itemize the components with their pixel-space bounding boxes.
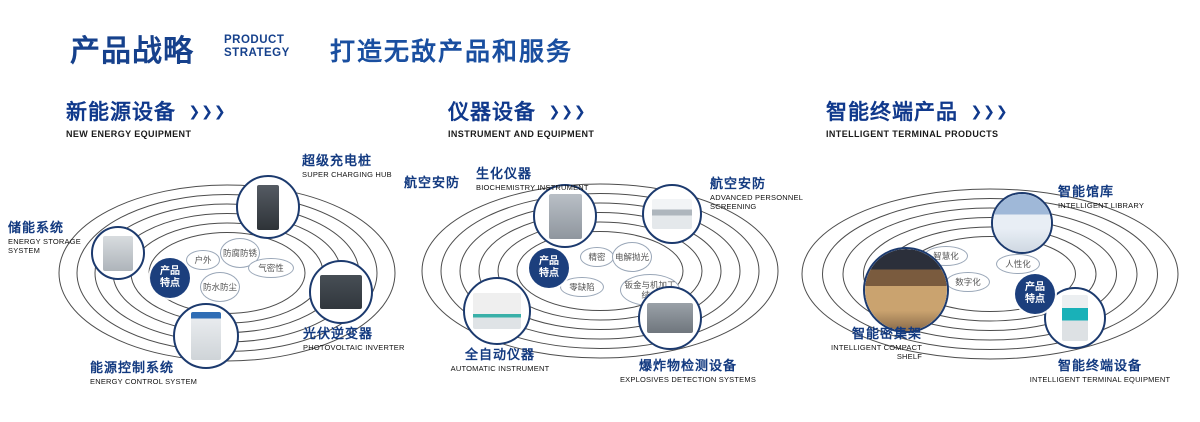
personnel-screening-image [652, 198, 692, 230]
label-biochemistry-instrument: 生化仪器 BIOCHEMISTRY INSTRUMENT [476, 166, 600, 192]
intelligent-compact-shelf-image [865, 249, 947, 331]
product-name-en: INTELLIGENT COMPACT SHELF [830, 342, 922, 361]
intelligent-terminal-image [1061, 294, 1089, 342]
badge-text: 产品特点 [539, 256, 559, 279]
automatic-instrument-image [473, 293, 521, 329]
product-name-en: ENERGY STORAGE SYSTEM [8, 236, 81, 255]
label-intelligent-terminal-equipment: 智能终端设备 INTELLIGENT TERMINAL EQUIPMENT [1018, 358, 1182, 384]
section-title-en: INSTRUMENT AND EQUIPMENT [448, 129, 595, 139]
label-aviation-security: 航空安防 [404, 175, 474, 191]
feature-bubble-electropolish: 电解抛光 [612, 242, 652, 272]
label-intelligent-library: 智能馆库 INTELLIGENT LIBRARY [1058, 184, 1178, 210]
product-features-badge: 产品特点 [1015, 274, 1055, 314]
product-circle-biochemistry-instrument [533, 184, 597, 248]
energy-control-image [191, 311, 221, 361]
product-name-cn: 光伏逆变器 [303, 326, 374, 341]
product-circle-explosives-detection [638, 286, 702, 350]
product-features-badge: 产品特点 [529, 248, 569, 288]
label-photovoltaic-inverter: 光伏逆变器 PHOTOVOLTAIC INVERTER [303, 326, 419, 352]
section-title-intelligent-terminal: 智能终端产品 ❯❯❯ INTELLIGENT TERMINAL PRODUCTS [826, 96, 1009, 139]
slogan: 打造无敌产品和服务 [330, 38, 574, 66]
feature-bubble-anticorrosion: 防腐防锈 [220, 238, 260, 268]
label-energy-control-system: 能源控制系统 ENERGY CONTROL SYSTEM [90, 360, 216, 386]
section-title-cn: 智能终端产品 [826, 101, 958, 124]
label-super-charging-hub: 超级充电桩 SUPER CHARGING HUB [302, 153, 418, 179]
product-name-cn: 爆炸物检测设备 [638, 358, 737, 373]
intelligent-library-image [993, 194, 1051, 252]
product-circle-intelligent-library [991, 192, 1053, 254]
charging-hub-image [256, 184, 280, 230]
label-energy-storage: 储能系统 ENERGY STORAGE SYSTEM [8, 220, 92, 255]
label-explosives-detection: 爆炸物检测设备 EXPLOSIVES DETECTION SYSTEMS [606, 358, 770, 384]
product-name-en: ENERGY CONTROL SYSTEM [90, 376, 198, 386]
page-title-en-line2: STRATEGY [224, 46, 290, 59]
product-name-en: INTELLIGENT LIBRARY [1058, 200, 1145, 210]
product-circle-energy-storage [91, 226, 145, 280]
section-title-en: NEW ENERGY EQUIPMENT [66, 129, 192, 139]
section-title-instrument: 仪器设备 ❯❯❯ INSTRUMENT AND EQUIPMENT [448, 96, 594, 139]
biochemistry-instrument-image [548, 193, 582, 239]
energy-storage-image [103, 235, 133, 271]
triple-chevron-icon: ❯❯❯ [970, 102, 1009, 119]
section-title-new-energy: 新能源设备 ❯❯❯ NEW ENERGY EQUIPMENT [66, 96, 227, 139]
product-name-cn: 全自动仪器 [464, 347, 535, 362]
product-name-cn: 智能馆库 [1058, 184, 1115, 199]
product-name-en: AUTOMATIC INSTRUMENT [450, 363, 550, 373]
product-name-cn: 超级充电桩 [302, 153, 373, 168]
label-automatic-instrument: 全自动仪器 AUTOMATIC INSTRUMENT [445, 347, 555, 373]
section-title-cn: 新能源设备 [66, 101, 176, 124]
explosives-detection-image [646, 303, 694, 333]
product-circle-automatic-instrument [463, 277, 531, 345]
product-name-en: PHOTOVOLTAIC INVERTER [303, 342, 405, 352]
product-name-en: BIOCHEMISTRY INSTRUMENT [476, 182, 589, 192]
triple-chevron-icon: ❯❯❯ [548, 102, 587, 119]
product-circle-super-charging-hub [236, 175, 300, 239]
page-title-en: PRODUCT STRATEGY [224, 34, 290, 59]
section-title-en: INTELLIGENT TERMINAL PRODUCTS [826, 129, 999, 139]
page-title-en-line1: PRODUCT [224, 34, 285, 46]
section-title-cn: 仪器设备 [448, 101, 536, 124]
feature-bubble-waterproof: 防水防尘 [200, 272, 240, 302]
label-personnel-screening: 航空安防 ADVANCED PERSONNEL SCREENING [710, 176, 818, 211]
product-circle-intelligent-compact-shelf [863, 247, 949, 333]
product-circle-energy-control-system [173, 303, 239, 369]
feature-bubble-humanized: 人性化 [996, 254, 1040, 274]
product-name-en: SUPER CHARGING HUB [302, 169, 392, 179]
product-name-en: INTELLIGENT TERMINAL EQUIPMENT [1029, 374, 1171, 384]
product-name-cn: 智能密集架 [851, 326, 922, 341]
feature-bubble-precision: 精密 [580, 247, 614, 267]
feature-bubble-digital: 数字化 [946, 272, 990, 292]
side-label-cn: 航空安防 [404, 175, 461, 190]
feature-bubble-zero-defect: 零缺陷 [560, 277, 604, 297]
badge-text: 产品特点 [1025, 282, 1045, 305]
product-name-cn: 储能系统 [8, 220, 65, 235]
product-circle-photovoltaic-inverter [309, 260, 373, 324]
product-features-badge: 产品特点 [150, 258, 190, 298]
product-name-cn: 生化仪器 [476, 166, 533, 181]
label-intelligent-compact-shelf: 智能密集架 INTELLIGENT COMPACT SHELF [826, 326, 922, 361]
product-name-en: ADVANCED PERSONNEL SCREENING [710, 192, 803, 211]
feature-bubble-airtight: 气密性 [248, 258, 294, 278]
page-title: 产品战略 [70, 35, 194, 68]
inverter-image [320, 274, 362, 310]
product-name-cn: 智能终端设备 [1057, 358, 1142, 373]
badge-text: 产品特点 [160, 266, 180, 289]
triple-chevron-icon: ❯❯❯ [188, 102, 227, 119]
product-name-en: EXPLOSIVES DETECTION SYSTEMS [619, 374, 757, 384]
product-name-cn: 航空安防 [710, 176, 767, 191]
product-circle-personnel-screening [642, 184, 702, 244]
orbit-rings-instrument [421, 183, 779, 359]
feature-bubble-outdoor: 户外 [186, 250, 220, 270]
product-name-cn: 能源控制系统 [90, 360, 175, 375]
